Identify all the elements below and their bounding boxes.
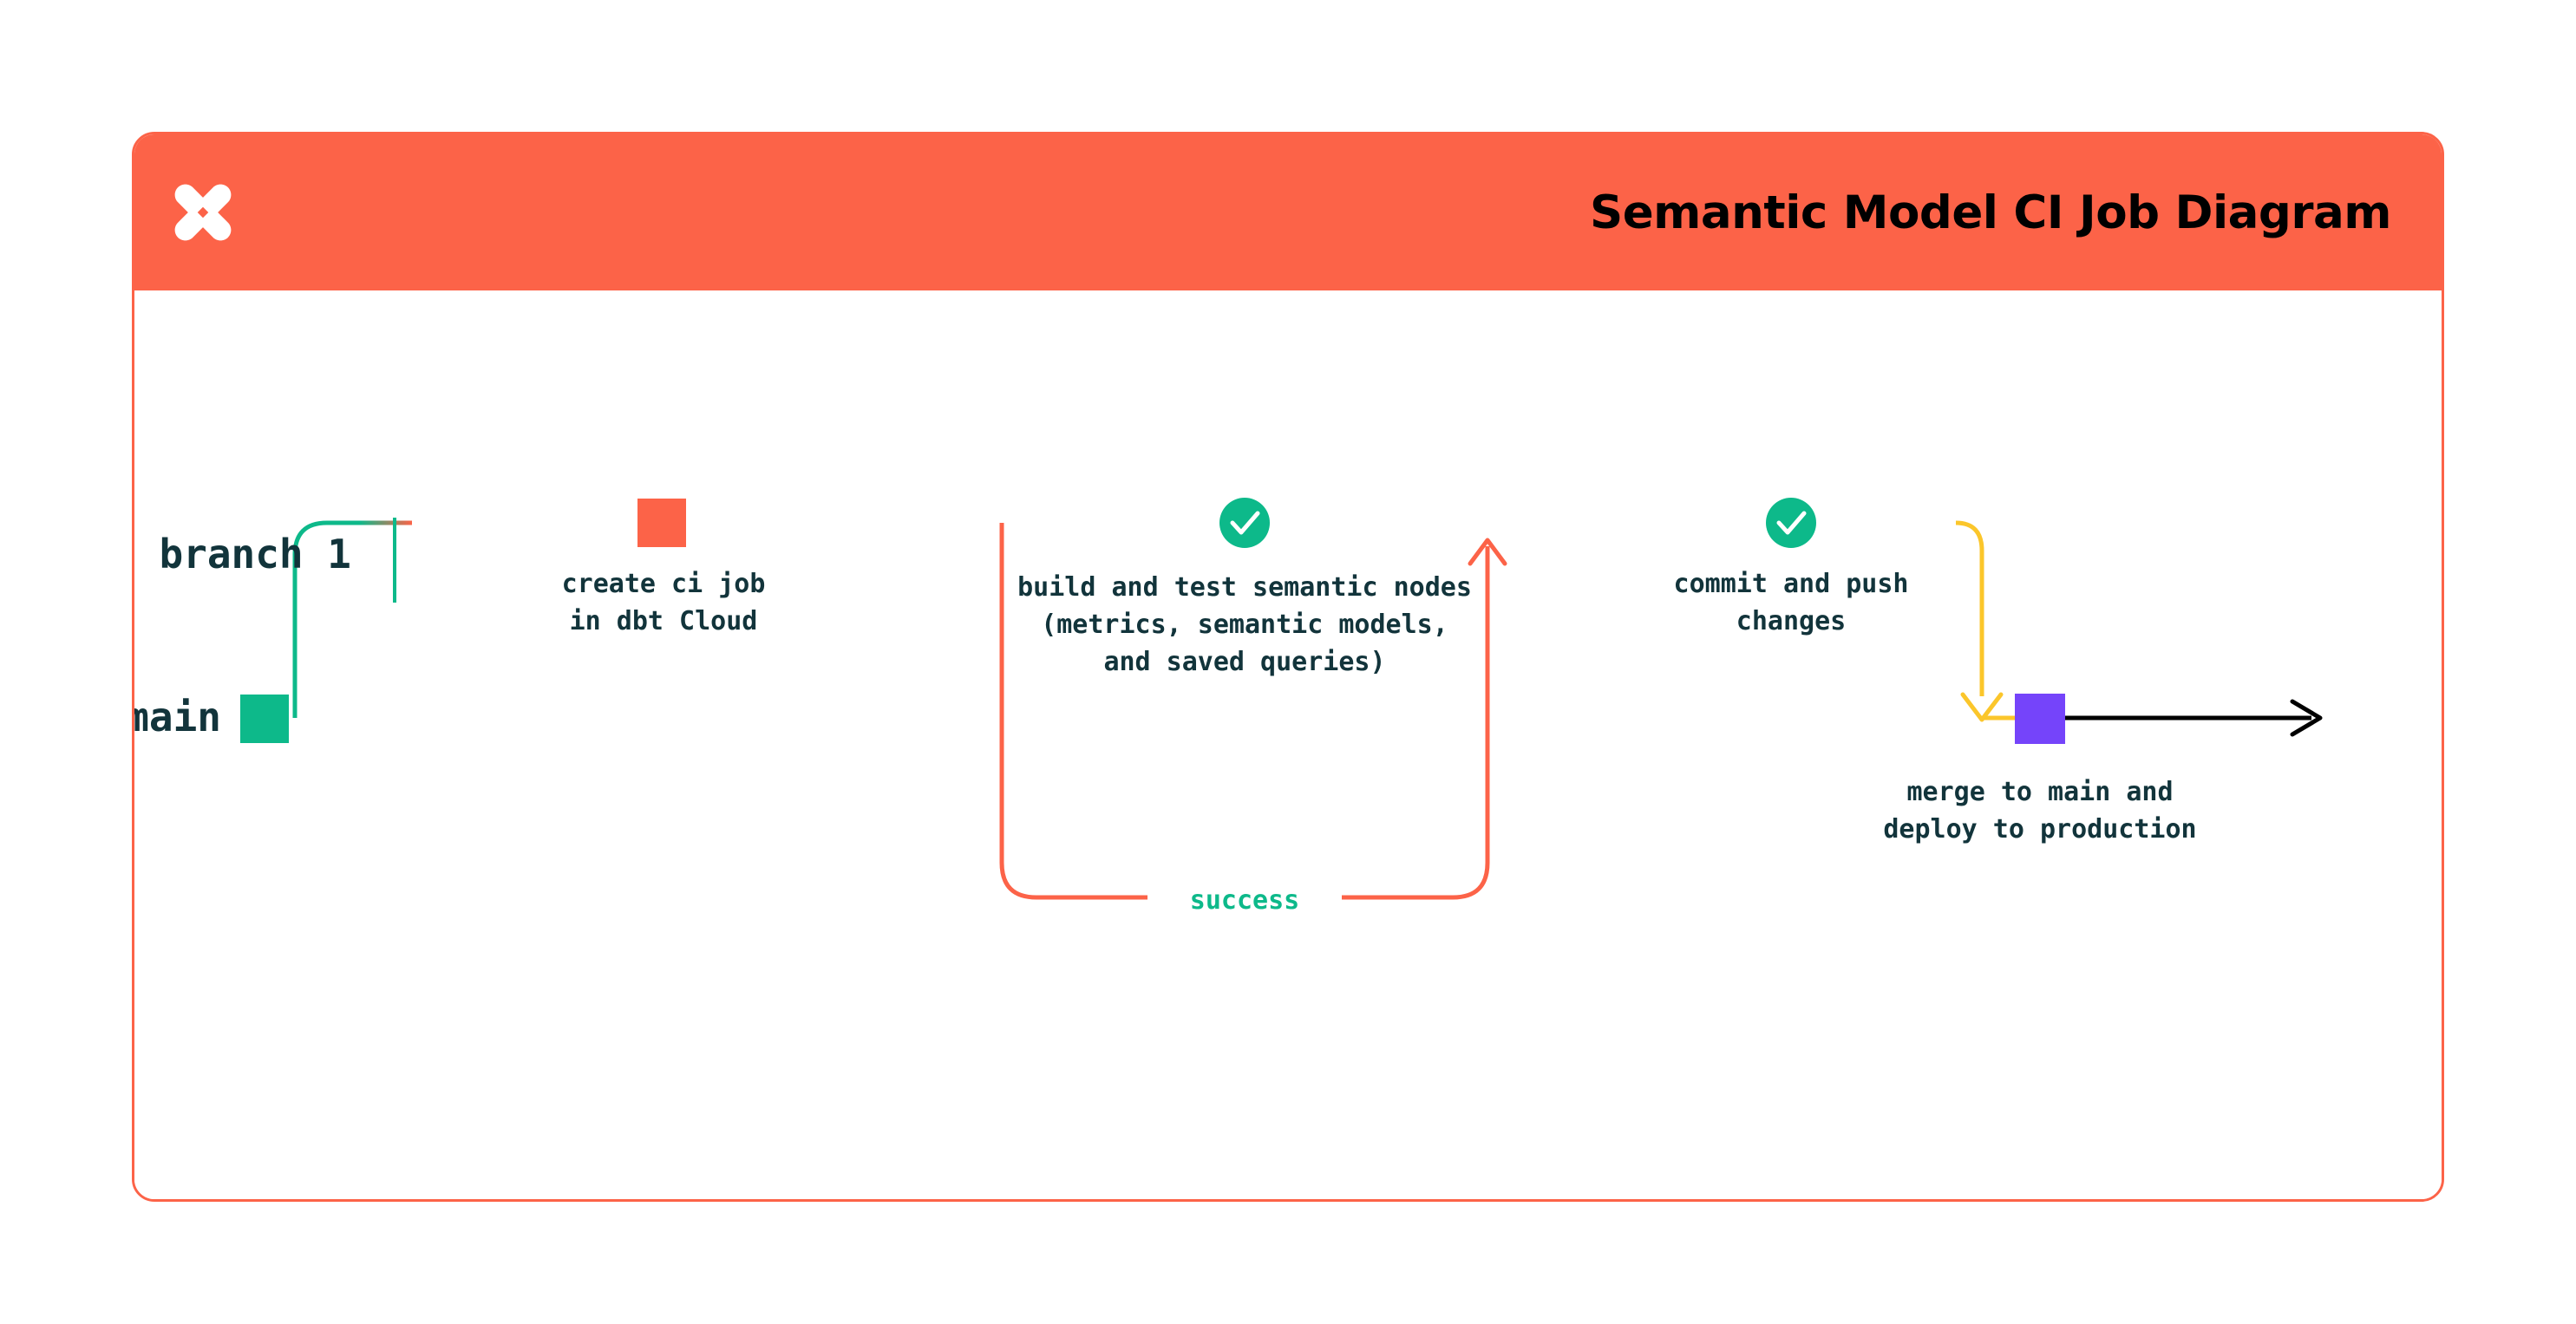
success-loop-left	[999, 523, 1147, 900]
check-icon-build-and-test	[1230, 511, 1260, 535]
lane-label-branch-1: branch 1	[159, 531, 351, 577]
page-title: Semantic Model CI Job Diagram	[1590, 186, 2391, 239]
check-icon-commit-and-push	[1776, 511, 1807, 535]
node-label-merge-to-main-line-1: merge to main and	[1906, 777, 2173, 807]
card-body: main branch 1 create ci job in dbt Cloud	[134, 290, 2442, 1199]
node-label-create-ci-job-line-1: create ci job	[562, 569, 766, 599]
branch-off-edge	[292, 520, 412, 718]
node-label-build-and-test-line-2: (metrics, semantic models,	[1041, 610, 1448, 640]
edge-label-success: success	[1190, 885, 1299, 916]
node-label-commit-and-push-line-1: commit and push	[1674, 569, 1909, 599]
diagram-card: Semantic Model CI Job Diagram	[132, 132, 2444, 1202]
ci-job-diagram: main branch 1 create ci job in dbt Cloud	[134, 498, 2323, 916]
node-label-commit-and-push-line-2: changes	[1736, 606, 1846, 636]
lane-label-main: main	[134, 694, 221, 740]
dbt-star-icon	[174, 184, 232, 241]
card-header: Semantic Model CI Job Diagram	[134, 134, 2442, 290]
success-loop-arrowhead	[1468, 538, 1507, 566]
node-label-build-and-test-line-3: and saved queries)	[1103, 647, 1385, 677]
node-label-build-and-test-line-1: build and test semantic nodes	[1017, 572, 1472, 603]
node-marker-create-ci-job[interactable]	[637, 499, 686, 547]
node-marker-build-and-test[interactable]	[1219, 498, 1270, 548]
success-loop-right	[1342, 546, 1490, 900]
node-marker-merge-to-main[interactable]	[2015, 694, 2065, 744]
node-marker-commit-and-push[interactable]	[1766, 498, 1816, 548]
node-label-merge-to-main-line-2: deploy to production	[1883, 814, 2196, 845]
merge-down-edge	[1955, 520, 1984, 696]
node-marker-main-start	[240, 695, 289, 743]
node-label-create-ci-job-line-2: in dbt Cloud	[570, 606, 758, 636]
production-arrowhead-icon	[2290, 699, 2323, 737]
